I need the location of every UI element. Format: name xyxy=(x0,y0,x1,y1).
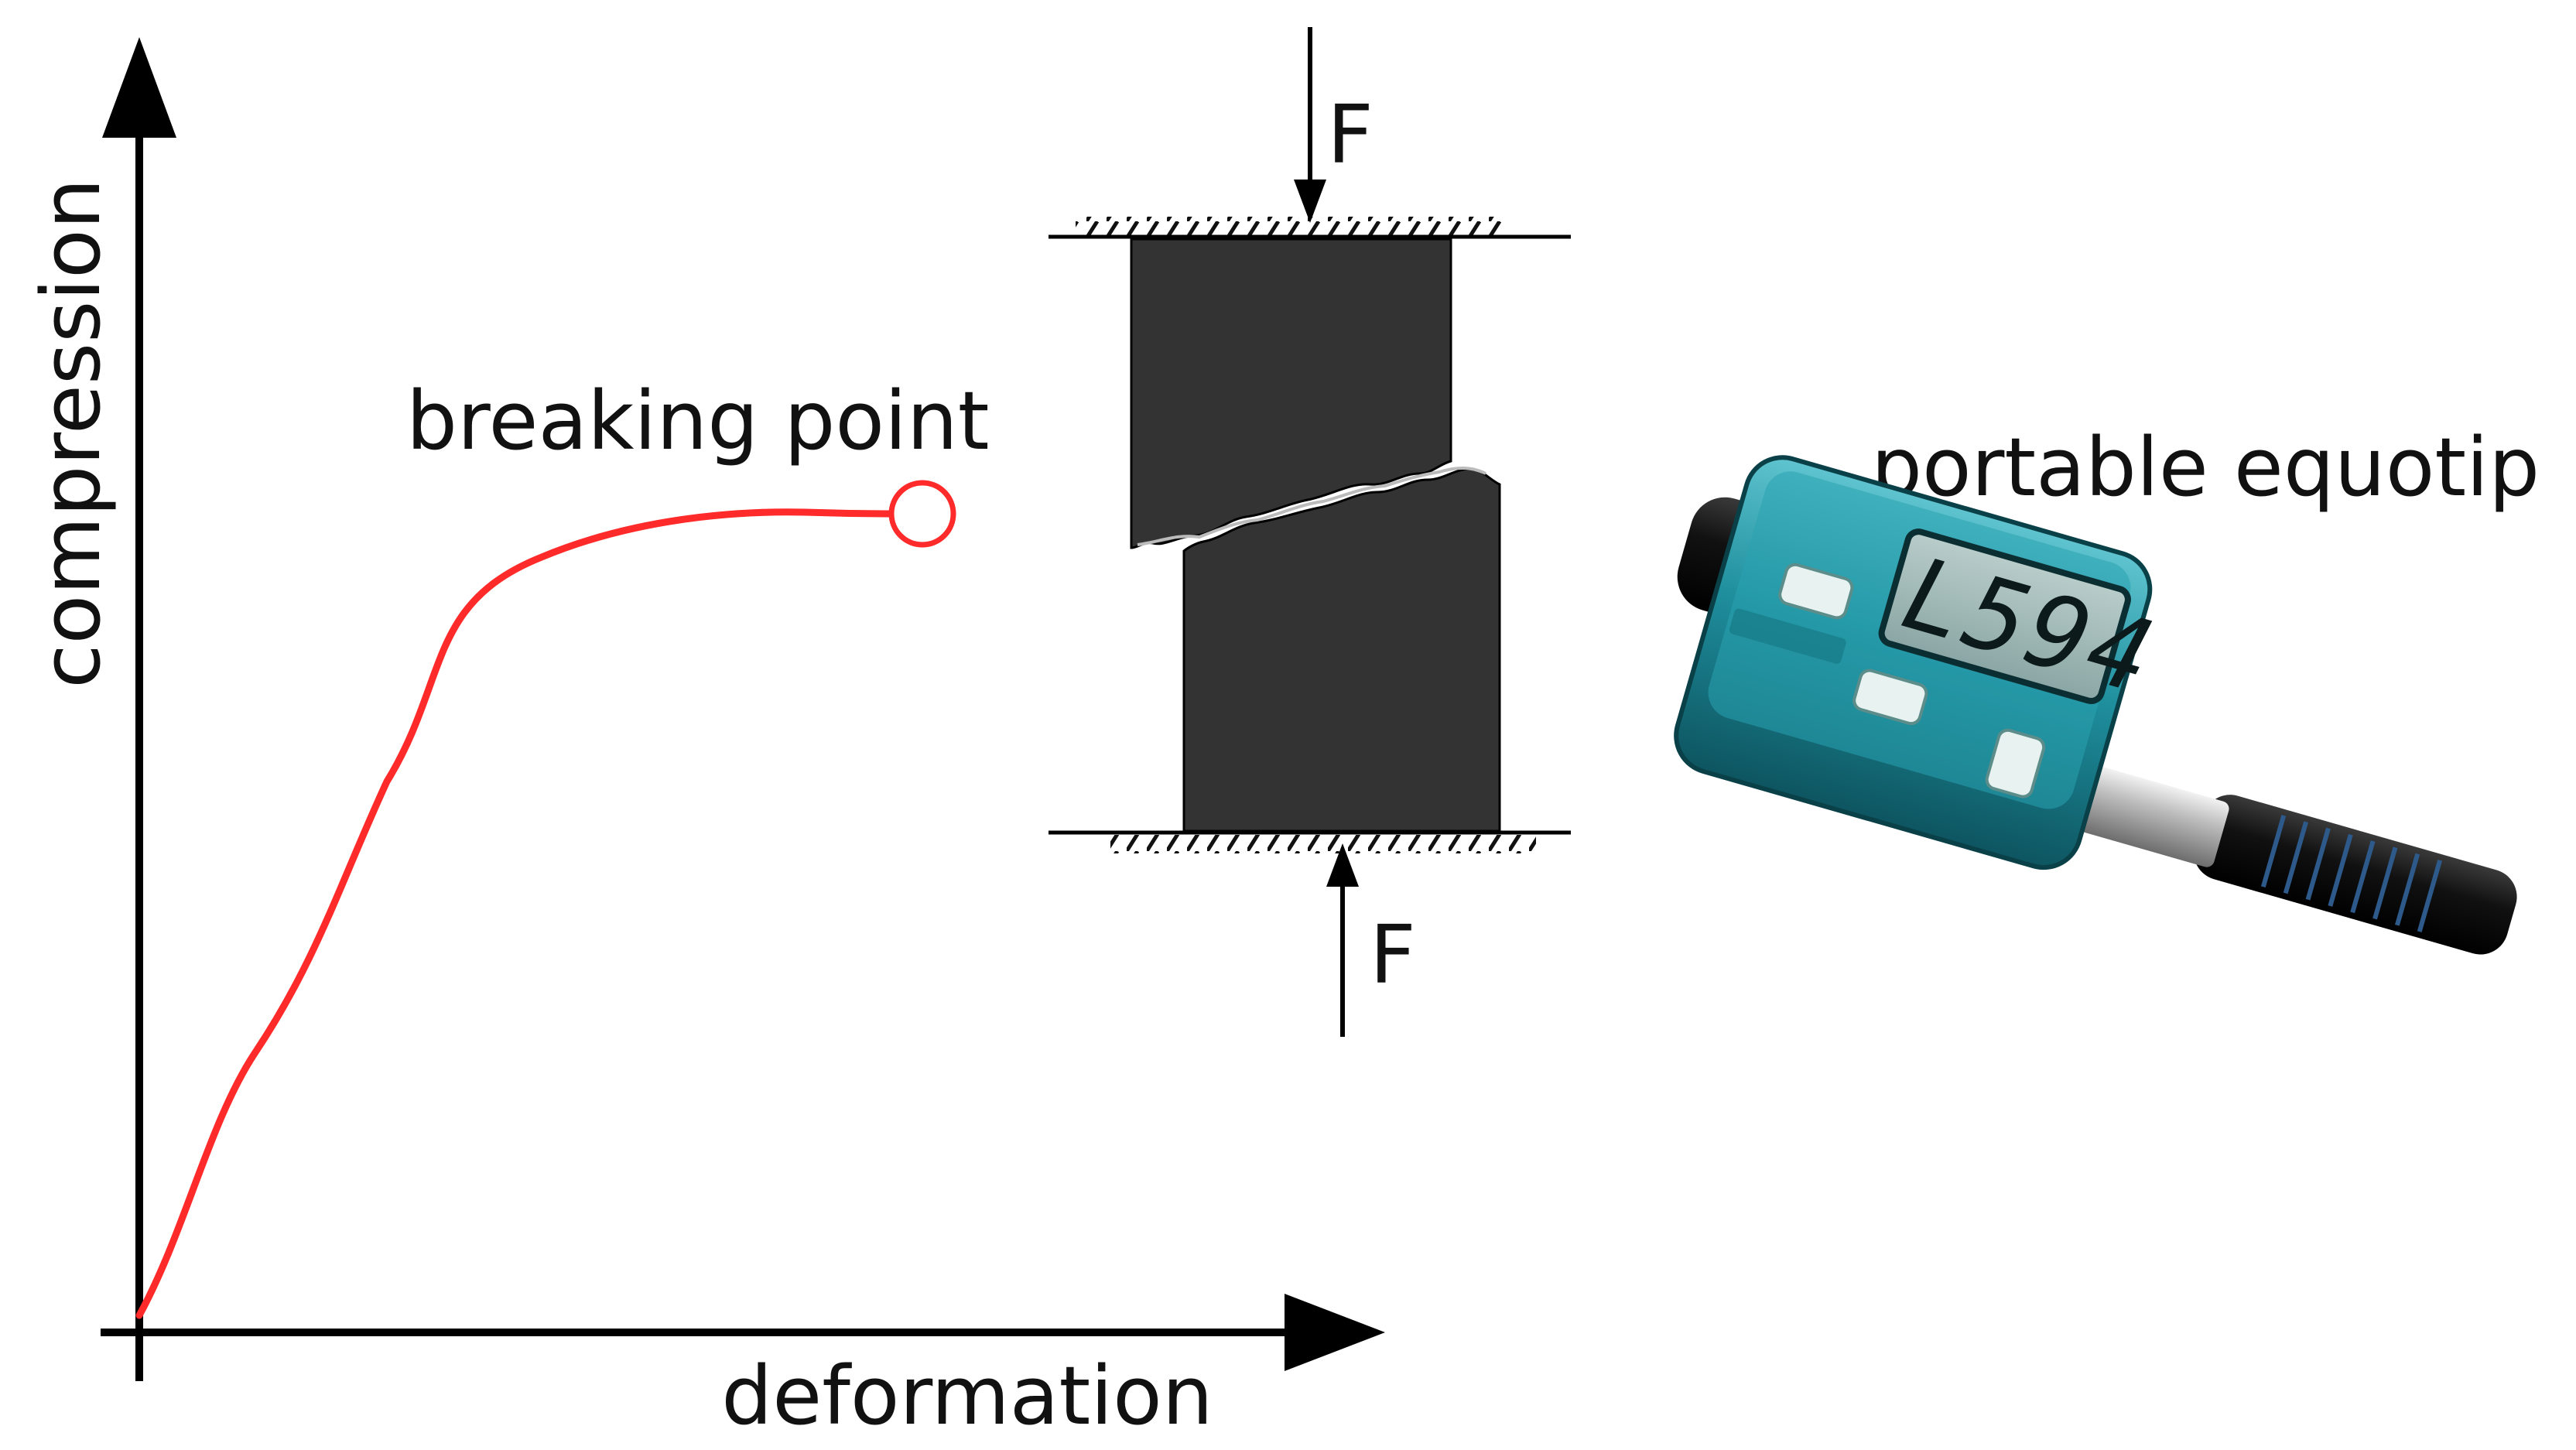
device-button-3[interactable] xyxy=(1985,728,2046,799)
breaking-point-label: breaking point xyxy=(406,374,990,468)
device-screen xyxy=(1878,528,2131,705)
bottom-plate-hatching xyxy=(1110,835,1536,853)
breaking-point-marker xyxy=(888,480,956,548)
probe-rubber-grip xyxy=(2194,795,2517,955)
y-axis-label: compression xyxy=(24,178,118,688)
specimen-lower-piece xyxy=(1182,467,1501,833)
x-axis-label: deformation xyxy=(721,1349,1213,1443)
compression-test-diagram: F F xyxy=(1049,27,1571,1037)
bottom-force-label: F xyxy=(1370,908,1416,1002)
stress-strain-graph: compression deformation breaking point xyxy=(24,37,1385,1443)
equotip-device: portable equotip L594 xyxy=(1674,420,2540,955)
top-plate-hatching xyxy=(1076,217,1501,235)
probe-grip-ridges xyxy=(2260,815,2443,932)
top-force-label: F xyxy=(1327,87,1374,182)
x-axis-arrowhead xyxy=(1285,1294,1385,1371)
device-brand-strip xyxy=(1729,608,1846,664)
device-label: portable equotip xyxy=(1871,420,2540,515)
bottom-force-arrowhead xyxy=(1326,843,1359,887)
y-axis-arrowhead xyxy=(102,37,176,138)
device-button-1[interactable] xyxy=(1777,563,1854,620)
top-force-arrowhead xyxy=(1294,180,1326,223)
device-button-2[interactable] xyxy=(1852,669,1928,726)
specimen-upper-piece xyxy=(1130,238,1452,549)
stress-strain-curve xyxy=(135,508,901,1319)
fracture-line xyxy=(1137,467,1486,546)
